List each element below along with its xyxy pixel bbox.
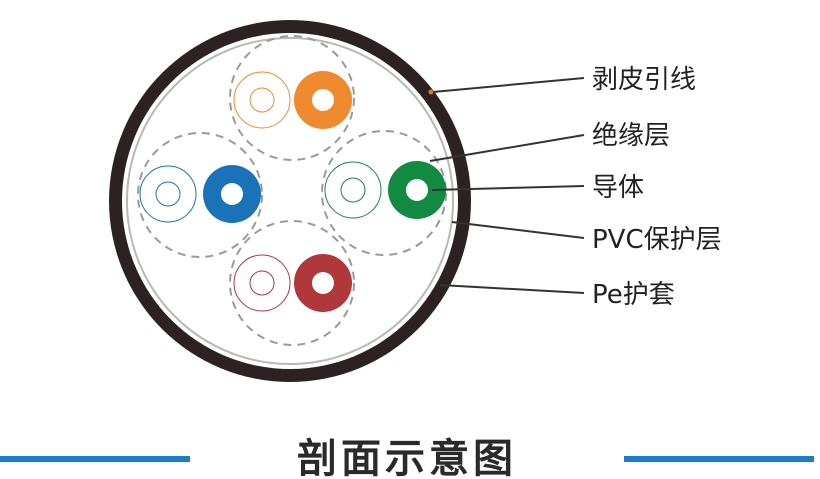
brown-pair-stripe-insulation bbox=[233, 254, 291, 312]
accent-bar-right bbox=[624, 456, 814, 462]
blue-pair-stripe-conductor bbox=[155, 181, 181, 207]
green-pair-stripe-conductor bbox=[340, 177, 366, 203]
green-pair bbox=[321, 130, 447, 256]
label-insulation: 绝缘层 bbox=[592, 121, 670, 151]
green-pair-solid-conductor bbox=[406, 179, 428, 201]
pvc-protective-layer bbox=[126, 37, 454, 365]
orange-pair bbox=[229, 35, 355, 161]
brown-pair-binder bbox=[229, 220, 355, 346]
accent-bar-left bbox=[0, 456, 190, 462]
orange-pair-stripe-insulation bbox=[233, 71, 291, 129]
twisted-pairs bbox=[137, 35, 447, 346]
blue-pair-binder bbox=[137, 132, 263, 258]
leader-insulation bbox=[429, 134, 585, 162]
stripping-cord bbox=[428, 89, 434, 95]
leader-pe-sheath bbox=[439, 284, 585, 294]
green-pair-stripe-insulation bbox=[324, 161, 382, 219]
diagram-title: 剖面示意图 bbox=[297, 436, 517, 479]
leader-lines bbox=[429, 77, 585, 294]
green-pair-binder bbox=[321, 130, 447, 256]
brown-pair bbox=[229, 220, 355, 346]
label-pe-sheath: Pe护套 bbox=[592, 280, 675, 310]
cable bbox=[109, 20, 471, 382]
labels: 剥皮引线 绝缘层 导体 PVC保护层 Pe护套 bbox=[592, 65, 722, 310]
label-pvc-layer: PVC保护层 bbox=[592, 225, 722, 255]
orange-pair-binder bbox=[229, 35, 355, 161]
orange-pair-solid-conductor bbox=[312, 89, 334, 111]
blue-pair-stripe-insulation bbox=[139, 165, 197, 223]
brown-pair-solid-conductor bbox=[312, 272, 334, 294]
brown-pair-stripe-conductor bbox=[249, 270, 275, 296]
blue-pair bbox=[137, 132, 263, 258]
blue-pair-solid-conductor bbox=[221, 183, 243, 205]
sheath-inner-gap bbox=[122, 33, 458, 369]
label-stripping-cord: 剥皮引线 bbox=[592, 65, 696, 95]
leader-stripping-cord bbox=[432, 77, 585, 93]
leader-conductor bbox=[431, 185, 585, 191]
footer: 剖面示意图 bbox=[0, 436, 814, 479]
label-conductor: 导体 bbox=[592, 173, 644, 203]
leader-pvc-layer bbox=[451, 221, 585, 239]
orange-pair-stripe-conductor bbox=[249, 87, 275, 113]
